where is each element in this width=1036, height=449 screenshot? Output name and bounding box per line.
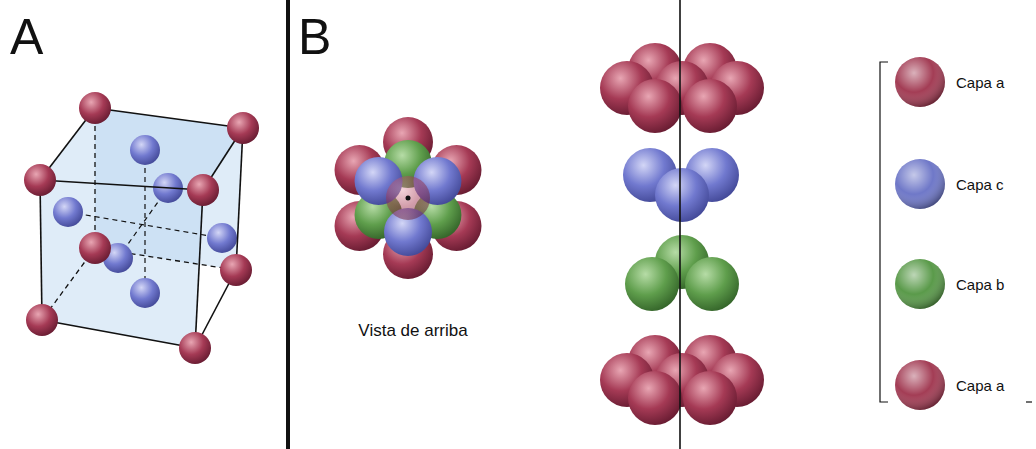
- legend-label: Capa a: [956, 74, 1004, 91]
- legend-label: Capa b: [956, 276, 1004, 293]
- legend-row: Capa a: [892, 357, 1004, 413]
- legend-row: Capa a: [892, 54, 1004, 110]
- corner-atom: [227, 112, 259, 144]
- corner-atom: [79, 92, 111, 124]
- legend-swatch: [895, 57, 945, 107]
- legend-swatch: [892, 256, 948, 312]
- layer-c-atom: [655, 168, 709, 222]
- legend-swatch: [892, 156, 948, 212]
- swatch-shading: [895, 259, 945, 309]
- face-center-atom: [207, 223, 237, 253]
- legend-swatch: [895, 360, 945, 410]
- cube-edge: [40, 180, 42, 320]
- layer-b-atom: [685, 257, 739, 311]
- face-center-atom: [130, 278, 160, 308]
- corner-atom: [220, 254, 252, 286]
- cube-edge: [40, 180, 203, 190]
- layer-a-atom: [683, 371, 737, 425]
- legend-swatch: [895, 159, 945, 209]
- top-view: [335, 117, 482, 279]
- swatch-shading: [895, 159, 945, 209]
- swatch-shading: [895, 360, 945, 410]
- panel-divider: [286, 0, 290, 449]
- legend-row: Capa b: [892, 256, 1004, 312]
- layer-b-atom: [625, 257, 679, 311]
- layer-a-atom: [628, 371, 682, 425]
- cube-edge: [236, 128, 243, 270]
- layer-a-atom: [683, 79, 737, 133]
- view-caption: Vista de arriba: [358, 322, 467, 341]
- stacking-axis: [679, 0, 681, 449]
- fcc-unit-cell: [24, 92, 259, 364]
- panel-letter: A: [10, 10, 43, 65]
- face-center-atom: [130, 135, 160, 165]
- hidden-edge: [94, 108, 95, 248]
- legend-label: Capa a: [956, 377, 1004, 394]
- legend-swatch: [892, 54, 948, 110]
- corner-atom: [179, 332, 211, 364]
- layer-stack: [600, 0, 764, 449]
- corner-atom: [26, 304, 58, 336]
- swatch-shading: [895, 57, 945, 107]
- face-center-atom: [53, 197, 83, 227]
- cube-edge: [42, 320, 195, 348]
- legend-label: Capa c: [956, 176, 1004, 193]
- corner-atom: [24, 164, 56, 196]
- legend-swatch: [892, 357, 948, 413]
- legend-row: Capa c: [892, 156, 1004, 212]
- cube-edge: [95, 108, 243, 128]
- cube-front-face: [40, 180, 203, 348]
- panel-letter: B: [298, 10, 331, 65]
- layer-a-atom: [386, 176, 430, 220]
- bracket: [880, 62, 888, 402]
- bracket: [1026, 401, 1032, 402]
- axis-dot: [406, 196, 411, 201]
- corner-atom: [187, 174, 219, 206]
- cube-edge: [195, 190, 203, 348]
- layer-a-atom: [628, 79, 682, 133]
- legend-swatch: [895, 259, 945, 309]
- legend-bracket: [880, 62, 1032, 402]
- corner-atom: [79, 232, 111, 264]
